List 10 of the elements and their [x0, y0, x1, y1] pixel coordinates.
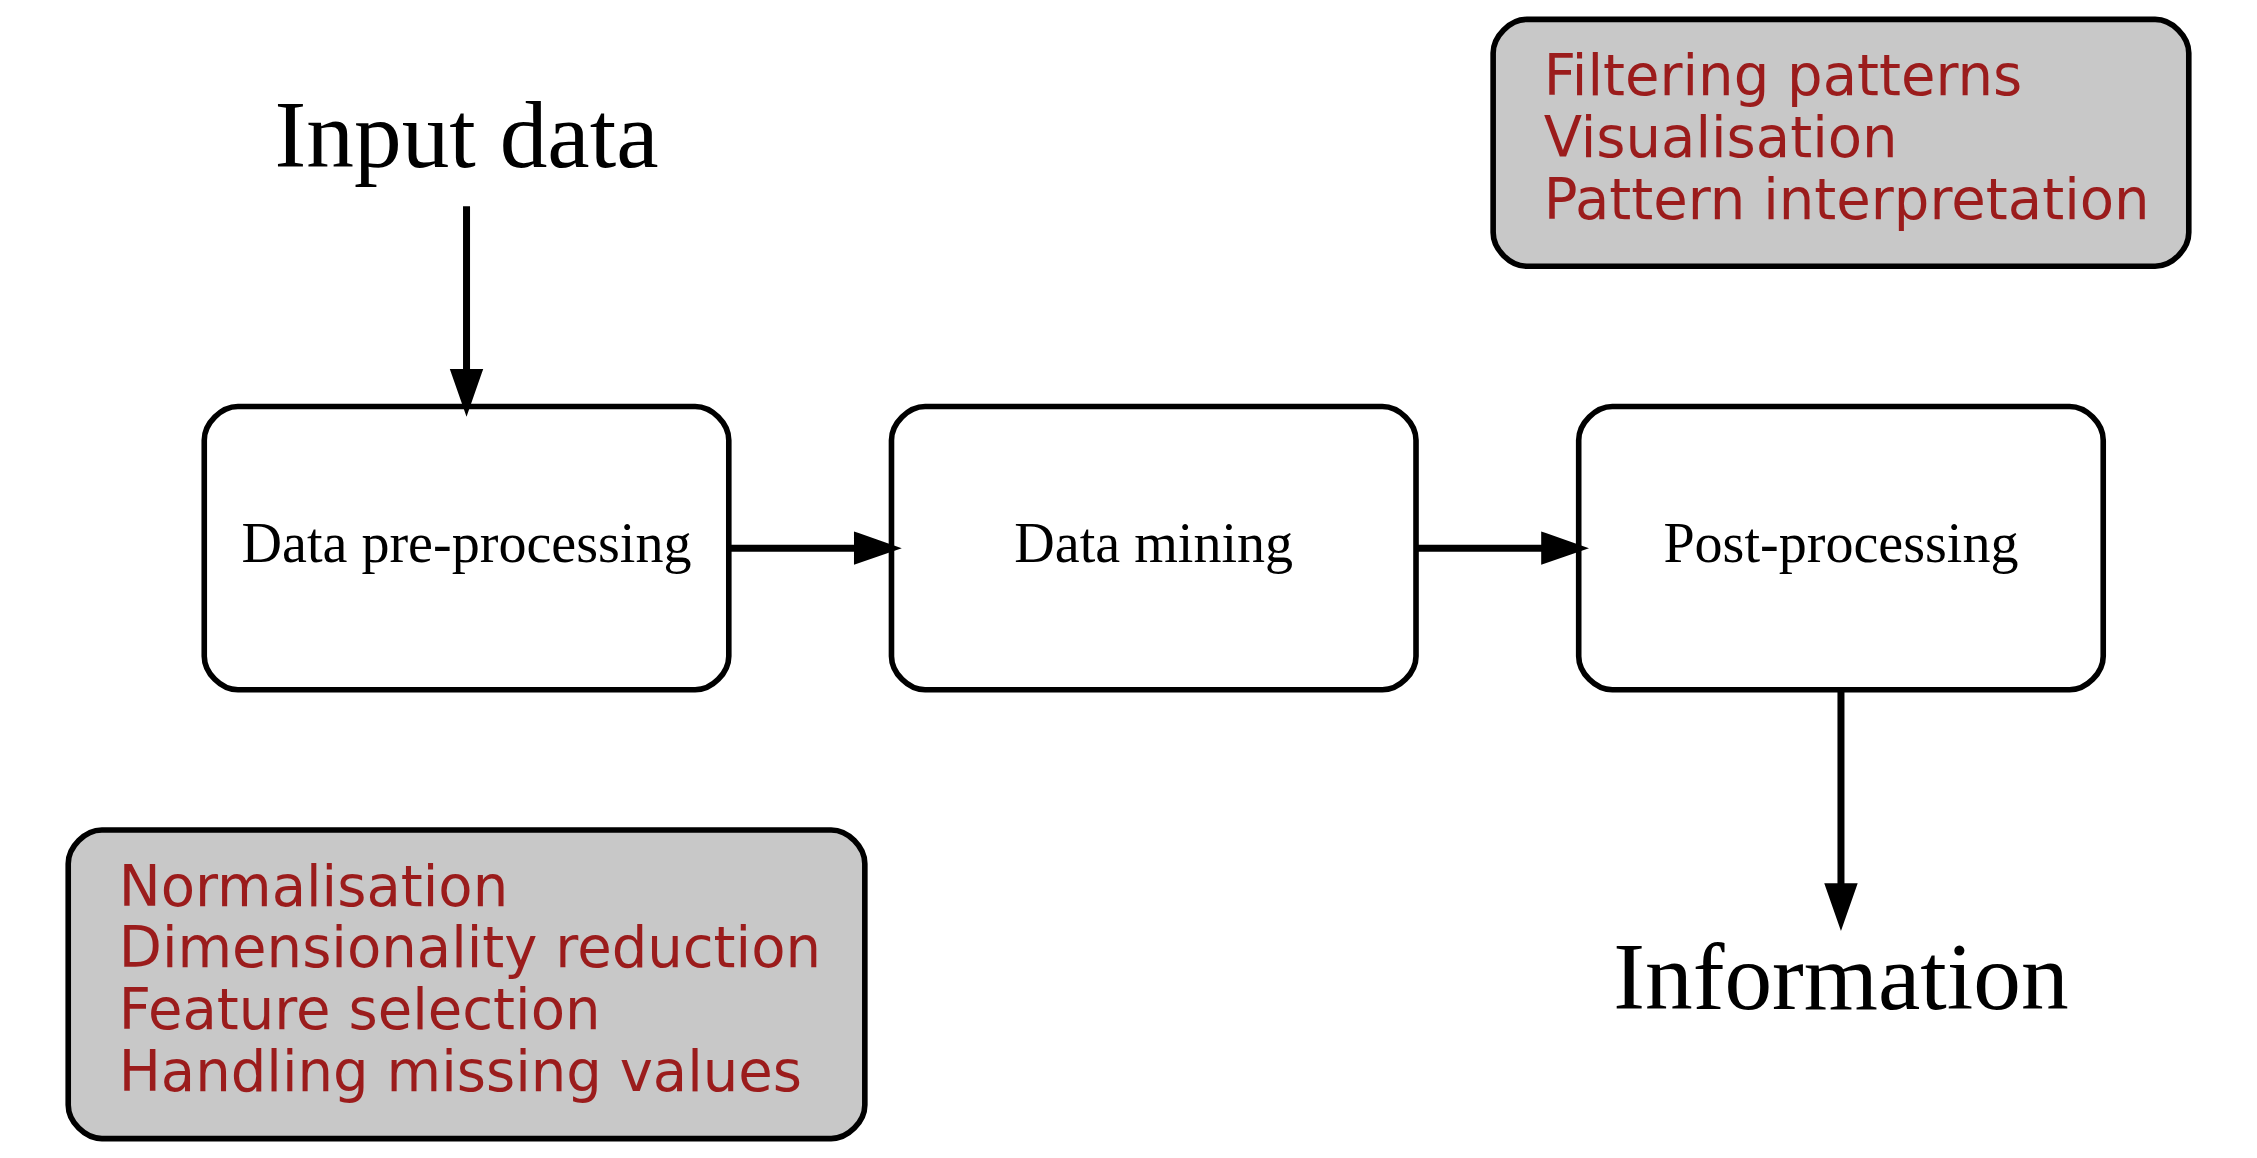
arrow	[729, 531, 902, 565]
node-text: Information	[1613, 923, 2069, 1030]
node-text: Input data	[274, 82, 659, 189]
node-box: Post-processing	[1575, 403, 2107, 693]
node-box: Filtering patterns Visualisation Pattern interpretation	[1490, 16, 2192, 270]
node-box: Normalisation Dimensionality reduction Feature selection Handling missing values	[65, 827, 868, 1142]
arrow	[1824, 690, 1858, 932]
node-box: Data pre-processing	[201, 403, 732, 693]
arrow	[1416, 531, 1589, 565]
node-box: Data mining	[888, 403, 1419, 693]
